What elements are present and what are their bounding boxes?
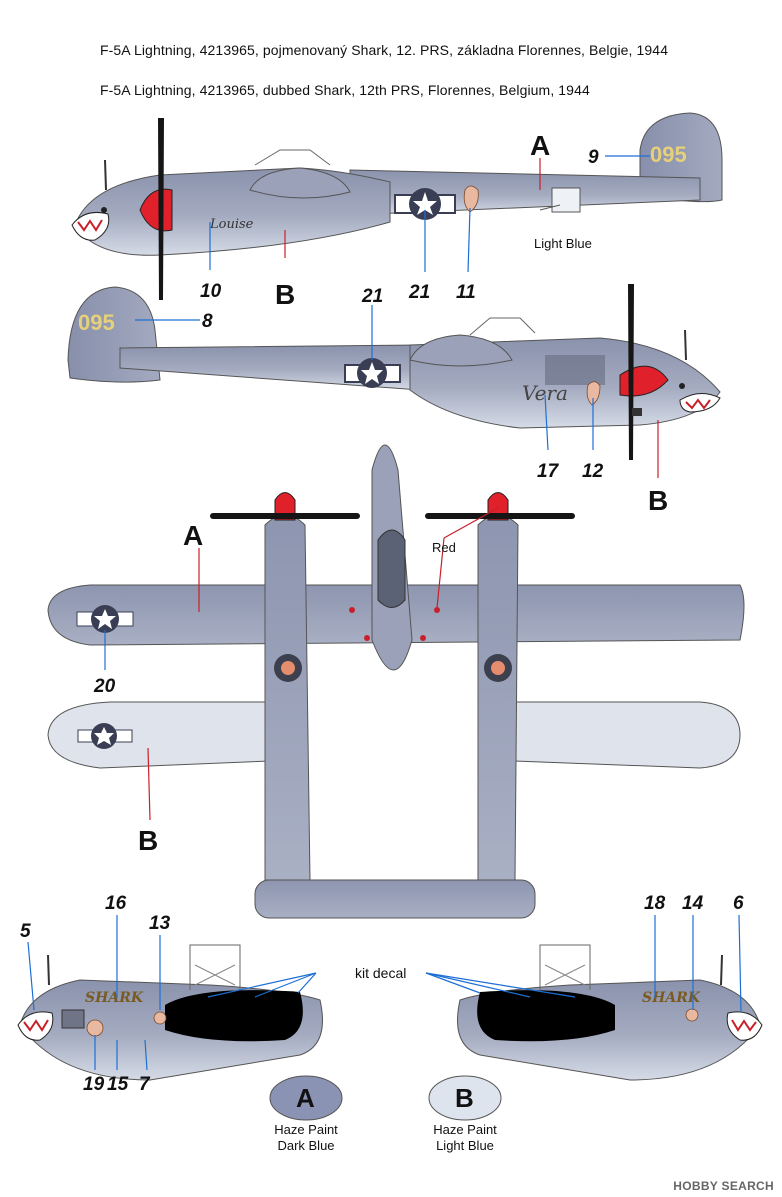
label-b-side: B <box>275 279 295 310</box>
callout-11: 11 <box>456 282 476 303</box>
watermark: HOBBY SEARCH <box>673 1179 774 1193</box>
label-light-blue: Light Blue <box>534 236 592 251</box>
nose-art-shark-right: SHARK <box>642 990 701 1006</box>
callout-16: 16 <box>105 893 127 914</box>
callout-12: 12 <box>582 461 604 482</box>
nose-art-louise: Louise <box>209 217 254 232</box>
callout-18: 18 <box>644 893 666 914</box>
legend-swatch-a <box>269 1075 343 1121</box>
tail-number-1: 095 <box>650 142 687 167</box>
tail-number-2: 095 <box>78 310 115 335</box>
legend-a-line1: Haze Paint <box>274 1122 338 1137</box>
callout-13: 13 <box>149 913 171 934</box>
legend-swatch-b <box>428 1075 502 1121</box>
legend-letter-a: A <box>296 1083 315 1113</box>
light-blue-leader <box>539 204 561 211</box>
callout-7: 7 <box>139 1074 151 1095</box>
callout-5: 5 <box>20 921 31 942</box>
legend-letter-b: B <box>455 1083 474 1113</box>
side-view-right <box>67 284 721 460</box>
legend-b-line1: Haze Paint <box>433 1122 497 1137</box>
callout-19: 19 <box>83 1074 105 1095</box>
callout-9: 9 <box>588 147 599 168</box>
callout-15: 15 <box>107 1074 129 1095</box>
legend-a-line2: Dark Blue <box>277 1138 335 1153</box>
nose-closeup-right <box>457 944 763 1081</box>
callout-6: 6 <box>733 893 744 914</box>
callout-10: 10 <box>200 281 222 302</box>
side-view-left <box>71 112 723 300</box>
callout-14: 14 <box>682 893 704 914</box>
area-lines <box>147 158 659 821</box>
label-a-side: A <box>530 130 550 161</box>
legend-a-text: Haze Paint Dark Blue <box>251 1122 361 1154</box>
callout-lines <box>27 155 742 1071</box>
label-a-top: A <box>183 520 203 551</box>
legend-b-line2: Light Blue <box>436 1138 494 1153</box>
label-kit-decal: kit decal <box>355 965 406 981</box>
callout-17: 17 <box>537 461 560 482</box>
callout-20: 20 <box>93 676 116 697</box>
label-b-side2: B <box>648 485 668 516</box>
caption-czech: F-5A Lightning, 4213965, pojmenovaný Sha… <box>100 42 669 58</box>
callout-21b: 21 <box>361 286 383 307</box>
label-b-bottom: B <box>138 825 158 856</box>
callout-21a: 21 <box>408 282 430 303</box>
label-red: Red <box>432 540 456 555</box>
insignia-star <box>394 188 456 220</box>
legend-b-text: Haze Paint Light Blue <box>410 1122 520 1154</box>
nose-closeup-left <box>17 944 323 1081</box>
top-view <box>47 444 745 919</box>
caption-english: F-5A Lightning, 4213965, dubbed Shark, 1… <box>100 82 590 98</box>
callout-8: 8 <box>202 311 213 332</box>
insignia-star <box>344 358 401 388</box>
nose-art-shark-left: SHARK <box>85 990 144 1006</box>
